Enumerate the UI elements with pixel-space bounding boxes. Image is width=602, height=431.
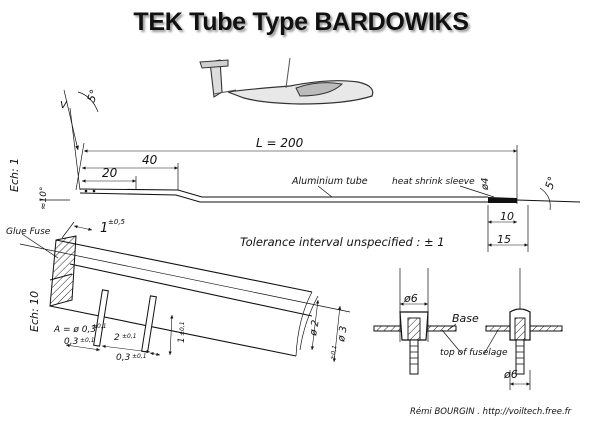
length-label: L = 200 — [256, 136, 304, 150]
dim-03-left: 0,3 — [64, 337, 79, 347]
dia-3: ø 3 — [336, 325, 350, 343]
dia-3-sup: ±0,1 — [329, 345, 338, 361]
dim-10: 10 — [500, 210, 514, 223]
top-view-labels: V 5° Ech: 1 ≈10° L = 200 40 20 Aluminium… — [8, 88, 559, 246]
base-label: Base — [452, 312, 479, 325]
tolerance-note: Tolerance interval unspecified : ± 1 — [240, 235, 445, 249]
base-detail-labels: ø6 Base top of fuselage ø6 — [403, 292, 518, 381]
dim-1-sup: ±0,1 — [179, 321, 186, 336]
dim-20: 20 — [102, 166, 118, 180]
page-title: TEK Tube Type BARDOWIKS — [133, 8, 469, 36]
dim-40: 40 — [142, 153, 158, 167]
dim-03-mid-sup: ±0,1 — [132, 353, 147, 360]
sleeve-diameter: ø4 — [480, 178, 491, 191]
dim-2-sup: ±0,1 — [122, 333, 137, 340]
tube-top-view — [40, 89, 581, 252]
dim-03-left-sup: ±0,1 — [80, 337, 95, 344]
a-label: A = ø 0,3 — [53, 325, 96, 335]
base-detail — [373, 268, 563, 390]
angle-label-right: 5° — [543, 175, 559, 191]
dim-03-mid: 0,3 — [116, 353, 131, 363]
dim-2: 2 — [114, 333, 120, 343]
tube-section-view — [19, 221, 351, 363]
tol-top-sup: ±0,5 — [108, 218, 126, 226]
glue-label: Glue Fuse — [6, 227, 51, 237]
dia-top: ø6 — [403, 292, 418, 305]
credit-text: Rémi BOURGIN . http://voiltech.free.fr — [410, 406, 572, 417]
scale-label-section: Ech: 10 — [28, 291, 41, 332]
glider-illustration — [199, 57, 374, 105]
vertical-angle-label: ≈10° — [39, 187, 49, 211]
fuselage-label: top of fuselage — [440, 348, 508, 358]
sleeve-label: heat shrink sleeve — [392, 177, 475, 187]
dim-1: 1 — [177, 337, 187, 343]
tol-top: 1 — [100, 221, 108, 236]
section-view-labels: Glue Fuse 1 ±0,5 Tolerance interval unsp… — [6, 218, 445, 363]
dia-2: ø 2 — [308, 319, 322, 337]
tube-label: Aluminium tube — [291, 176, 368, 187]
mark-v: V — [60, 100, 68, 111]
dia-bottom: ø6 — [503, 368, 518, 381]
dim-15: 15 — [497, 233, 511, 246]
scale-label-top: Ech: 1 — [8, 158, 21, 192]
a-sup: ±0,1 — [92, 323, 107, 330]
angle-label-left: 5° — [85, 88, 101, 104]
